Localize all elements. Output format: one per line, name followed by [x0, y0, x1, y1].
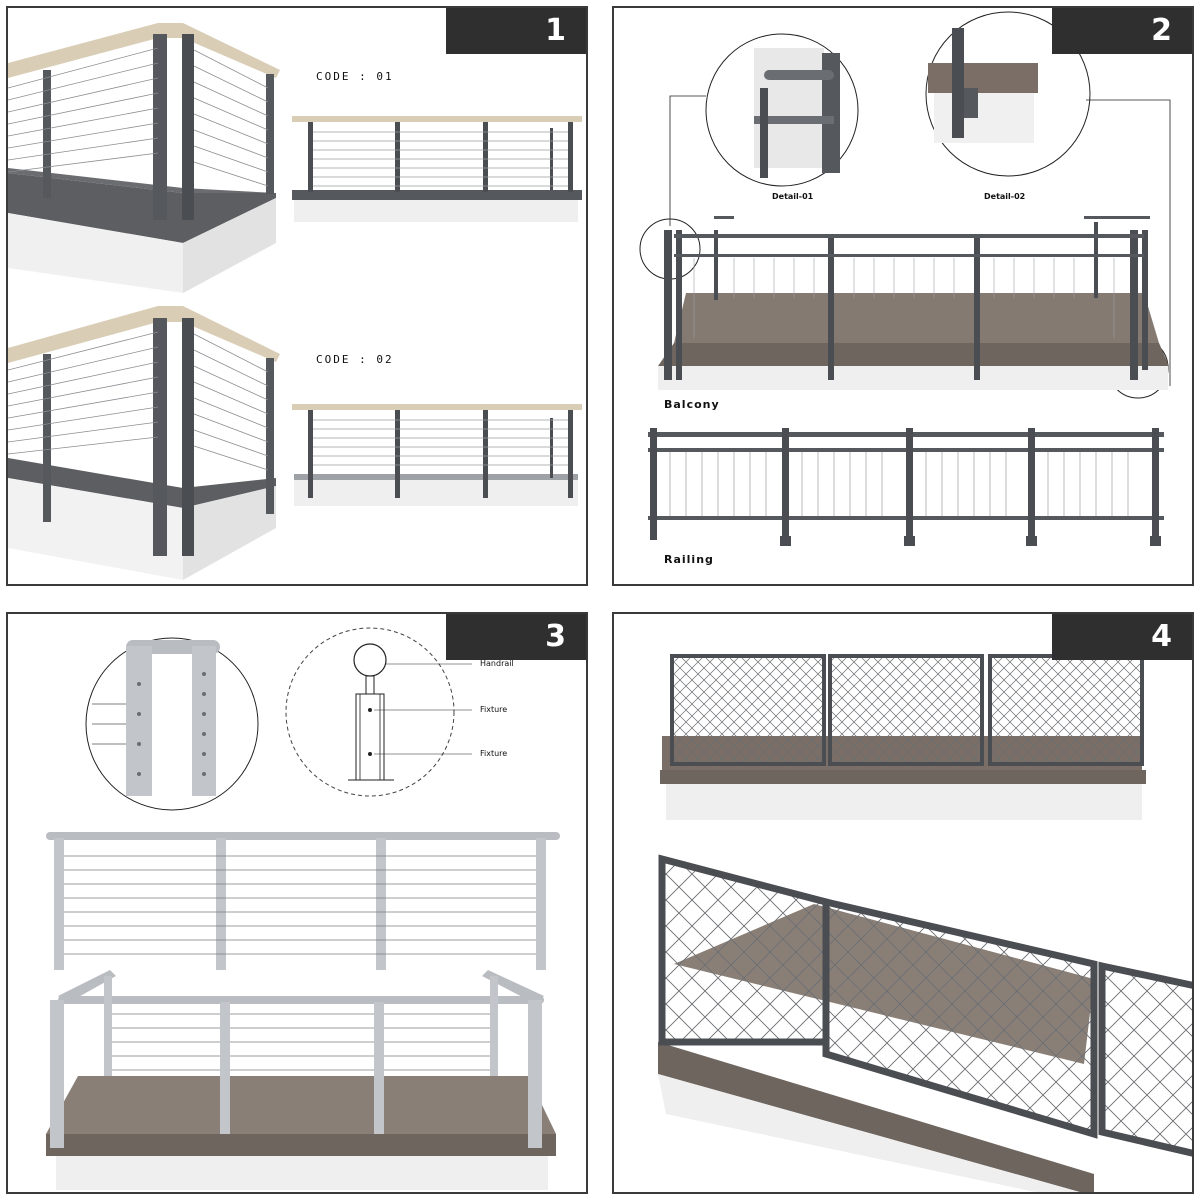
panel-number-badge: 4 — [1052, 614, 1192, 660]
cable-railing-illustration-1 — [8, 23, 582, 580]
detail-01-label: Detail-01 — [772, 192, 814, 201]
balcony-caption: Balcony — [664, 398, 720, 411]
panel-4: 4 — [612, 612, 1194, 1194]
panel-number-badge: 1 — [446, 8, 586, 54]
railing-caption: Railing — [664, 553, 714, 566]
round-handrail-illustration-3 — [46, 627, 560, 1190]
mesh-panel-railing-illustration-4 — [658, 654, 1192, 1192]
handrail-callout: Handrail — [480, 659, 514, 668]
panel-2: 2 Detail-01 Detail-02 Balcony Railing — [612, 6, 1194, 586]
panel-number-badge: 2 — [1052, 8, 1192, 54]
panel-3: 3 Handrail Fixture Fixture — [6, 612, 588, 1194]
steel-railing-illustration-2 — [639, 11, 1171, 546]
code-label-02: CODE : 02 — [316, 353, 394, 366]
panel-1: 1 CODE : 01 CODE : 02 — [6, 6, 588, 586]
fixture-callout-upper: Fixture — [480, 705, 508, 714]
code-label-01: CODE : 01 — [316, 70, 394, 83]
panel-number-badge: 3 — [446, 614, 586, 660]
detail-02-label: Detail-02 — [984, 192, 1026, 201]
fixture-callout-lower: Fixture — [480, 749, 508, 758]
